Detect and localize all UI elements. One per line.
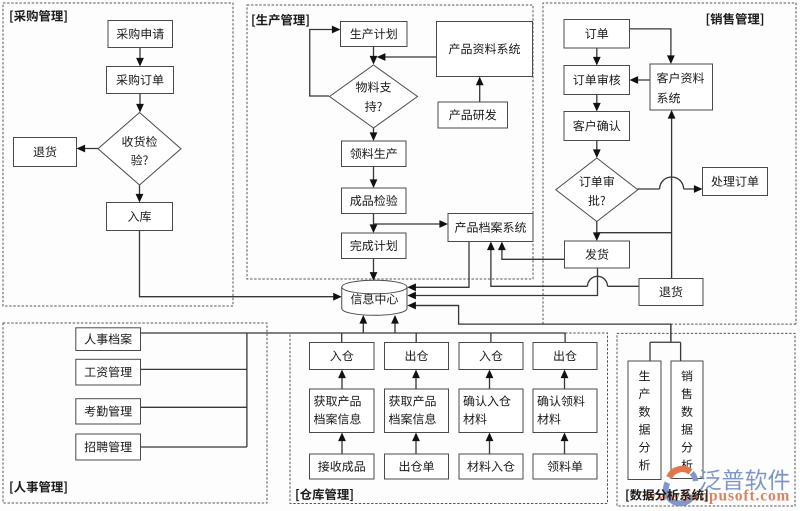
svg-text:www.fanpusoft.com: www.fanpusoft.com [645,488,790,505]
